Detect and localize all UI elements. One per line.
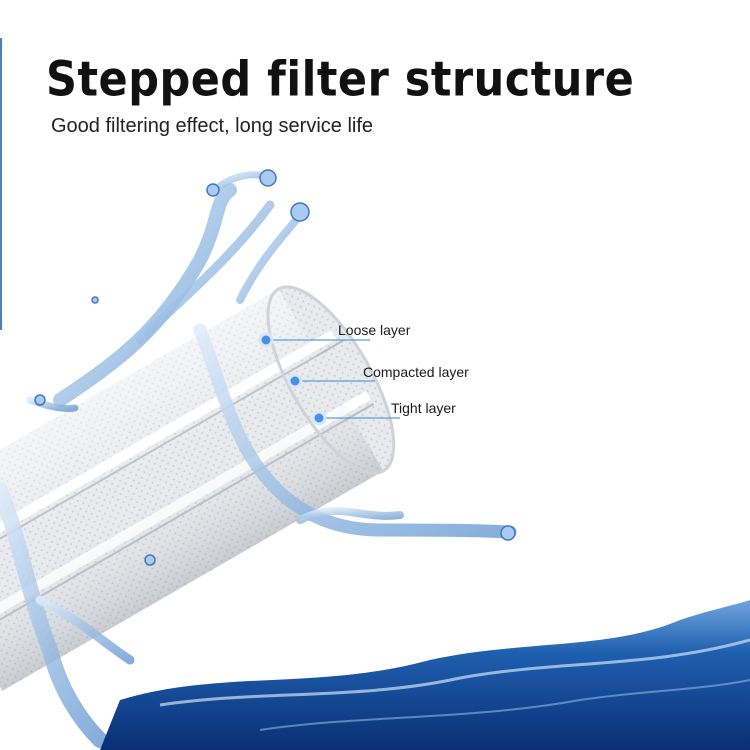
callout-tight <box>311 410 400 426</box>
water-splash <box>0 171 517 748</box>
water-droplets <box>34 169 516 566</box>
callout-loose <box>258 332 370 348</box>
page-subtitle: Good filtering effect, long service life <box>51 115 374 137</box>
page-title: Stepped filter structure <box>46 51 635 108</box>
callout-compacted <box>287 373 375 389</box>
loose-layer-label: Loose layer <box>338 322 411 338</box>
water-surface <box>100 600 750 750</box>
compacted-layer-label: Compacted layer <box>363 364 469 380</box>
filter-cartridge <box>0 285 396 691</box>
tight-layer-label: Tight layer <box>391 400 456 416</box>
left-accent-rule <box>0 38 2 330</box>
